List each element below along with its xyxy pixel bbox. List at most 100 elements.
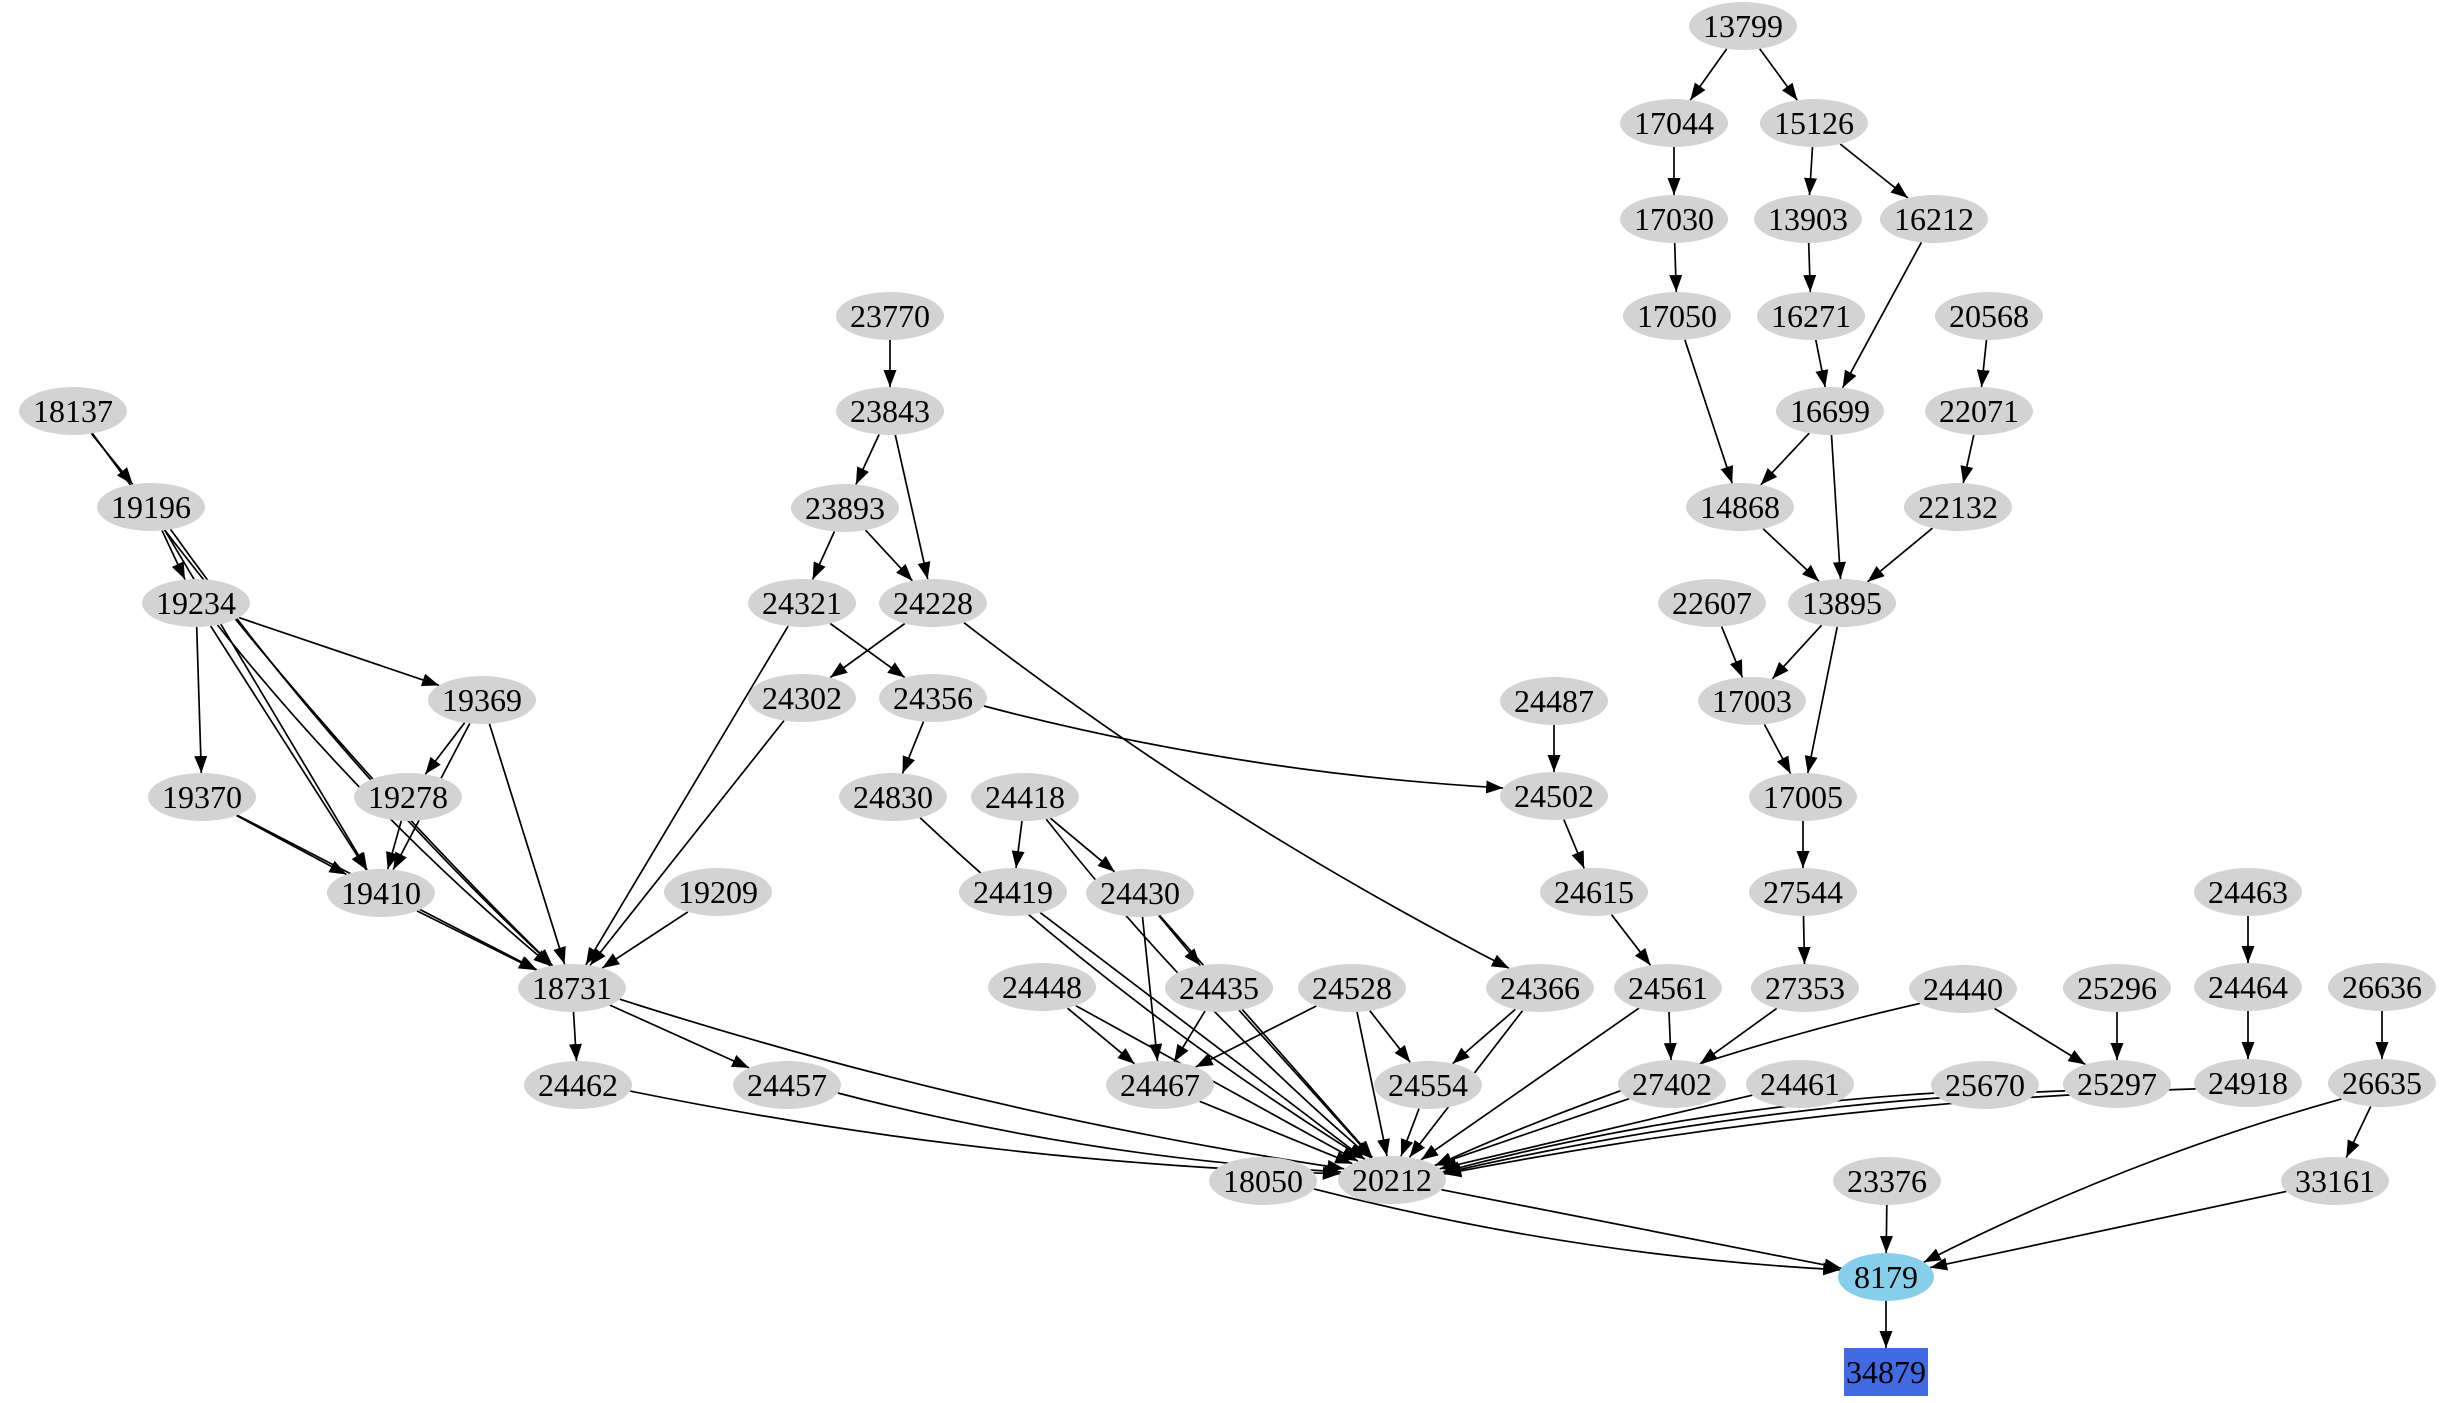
edge-24418-24430	[1049, 817, 1116, 873]
node-ellipse-24461	[1746, 1060, 1854, 1108]
edge-13799-17044	[1689, 48, 1728, 101]
edge-24302-18731	[589, 720, 785, 966]
node-ellipse-24419	[959, 868, 1067, 916]
node-ellipse-25296	[2063, 964, 2171, 1012]
edge-24528-24467	[1195, 1005, 1317, 1068]
edge-19234-19369	[238, 616, 440, 687]
node-24464: 24464	[2194, 963, 2302, 1011]
edge-26635-8179	[1923, 1098, 2342, 1263]
edge-19234-19370	[194, 626, 208, 774]
edge-16699-13895	[1830, 434, 1846, 580]
node-24615: 24615	[1540, 868, 1648, 916]
node-ellipse-17050	[1623, 292, 1731, 340]
node-24830: 24830	[839, 773, 947, 821]
edge-24430-24435	[1158, 914, 1201, 967]
node-24302: 24302	[748, 674, 856, 722]
node-22607: 22607	[1658, 579, 1766, 627]
node-27544: 27544	[1749, 868, 1857, 916]
node-ellipse-24830	[839, 773, 947, 821]
node-19369: 19369	[428, 676, 536, 724]
edge-25670-20212	[1442, 1092, 1935, 1174]
edge-24419-20212	[1039, 912, 1366, 1160]
node-ellipse-24418	[971, 773, 1079, 821]
node-ellipse-17005	[1749, 773, 1857, 821]
node-24467: 24467	[1106, 1061, 1214, 1109]
node-23770: 23770	[836, 292, 944, 340]
node-13799: 13799	[1689, 2, 1797, 50]
edge-23843-23893	[855, 434, 880, 485]
edge-15126-13903	[1804, 146, 1818, 196]
node-19234: 19234	[142, 579, 250, 627]
node-23893: 23893	[791, 484, 899, 532]
node-ellipse-17030	[1620, 195, 1728, 243]
node-ellipse-24502	[1500, 772, 1608, 820]
edge-20568-22071	[1976, 339, 1990, 388]
node-24228: 24228	[879, 579, 987, 627]
node-24502: 24502	[1500, 772, 1608, 820]
edges-layer	[90, 48, 2389, 1348]
edge-24528-24554	[1369, 1010, 1411, 1063]
edge-24418-24419	[1011, 820, 1025, 869]
node-ellipse-18050	[1209, 1157, 1317, 1205]
edge-24435-20212	[1238, 1009, 1373, 1159]
node-13895: 13895	[1788, 579, 1896, 627]
node-ellipse-16271	[1757, 292, 1865, 340]
edge-20212-8179	[1441, 1188, 1842, 1272]
node-ellipse-24487	[1500, 677, 1608, 725]
node-ellipse-23770	[836, 292, 944, 340]
node-22071: 22071	[1925, 387, 2033, 435]
node-ellipse-19234	[142, 579, 250, 627]
node-26636: 26636	[2328, 963, 2436, 1011]
node-ellipse-20212	[1338, 1156, 1446, 1204]
node-17003: 17003	[1698, 677, 1806, 725]
node-25297: 25297	[2063, 1060, 2171, 1108]
edge-24356-24502	[983, 705, 1504, 794]
node-16271: 16271	[1757, 292, 1865, 340]
edge-23893-24228	[864, 529, 914, 582]
node-ellipse-24554	[1374, 1061, 1482, 1109]
edge-18731-20212	[619, 998, 1345, 1173]
edge-24830-20212	[919, 817, 1366, 1160]
node-ellipse-27544	[1749, 868, 1857, 916]
node-24561: 24561	[1614, 964, 1722, 1012]
node-ellipse-24615	[1540, 868, 1648, 916]
node-ellipse-24356	[879, 674, 987, 722]
node-24356: 24356	[879, 674, 987, 722]
edge-26635-33161	[2345, 1106, 2372, 1158]
edge-24561-27402	[1663, 1011, 1677, 1061]
edge-27353-27402	[1699, 1007, 1778, 1065]
node-ellipse-25670	[1931, 1061, 2039, 1109]
edge-27402-20212	[1434, 1097, 1630, 1167]
node-18050: 18050	[1209, 1157, 1317, 1205]
node-ellipse-24457	[733, 1061, 841, 1109]
edge-13799-15126	[1759, 48, 1798, 101]
edge-14868-13895	[1762, 528, 1820, 582]
node-25296: 25296	[2063, 964, 2171, 1012]
edge-19196-19234	[161, 530, 186, 580]
node-8179: 8179	[1838, 1253, 1934, 1301]
node-ellipse-18731	[518, 964, 626, 1012]
edge-16271-16699	[1814, 339, 1829, 388]
edge-22607-17003	[1720, 626, 1744, 678]
node-ellipse-14868	[1686, 483, 1794, 531]
node-ellipse-24467	[1106, 1061, 1214, 1109]
node-24487: 24487	[1500, 677, 1608, 725]
node-ellipse-19278	[354, 773, 462, 821]
node-17005: 17005	[1749, 773, 1857, 821]
node-27353: 27353	[1751, 964, 1859, 1012]
edge-19278-19410	[386, 820, 403, 870]
node-ellipse-13903	[1754, 195, 1862, 243]
node-24462: 24462	[524, 1061, 632, 1109]
node-19209: 19209	[664, 868, 772, 916]
edge-19209-18731	[601, 911, 689, 969]
edge-16212-16699	[1841, 241, 1923, 389]
edge-24502-24615	[1563, 819, 1585, 869]
node-33161: 33161	[2281, 1157, 2389, 1205]
edge-24321-18731	[585, 625, 789, 966]
node-ellipse-26636	[2328, 963, 2436, 1011]
node-24554: 24554	[1374, 1061, 1482, 1109]
node-15126: 15126	[1760, 99, 1868, 147]
node-ellipse-24463	[2194, 868, 2302, 916]
node-ellipse-19370	[148, 773, 256, 821]
